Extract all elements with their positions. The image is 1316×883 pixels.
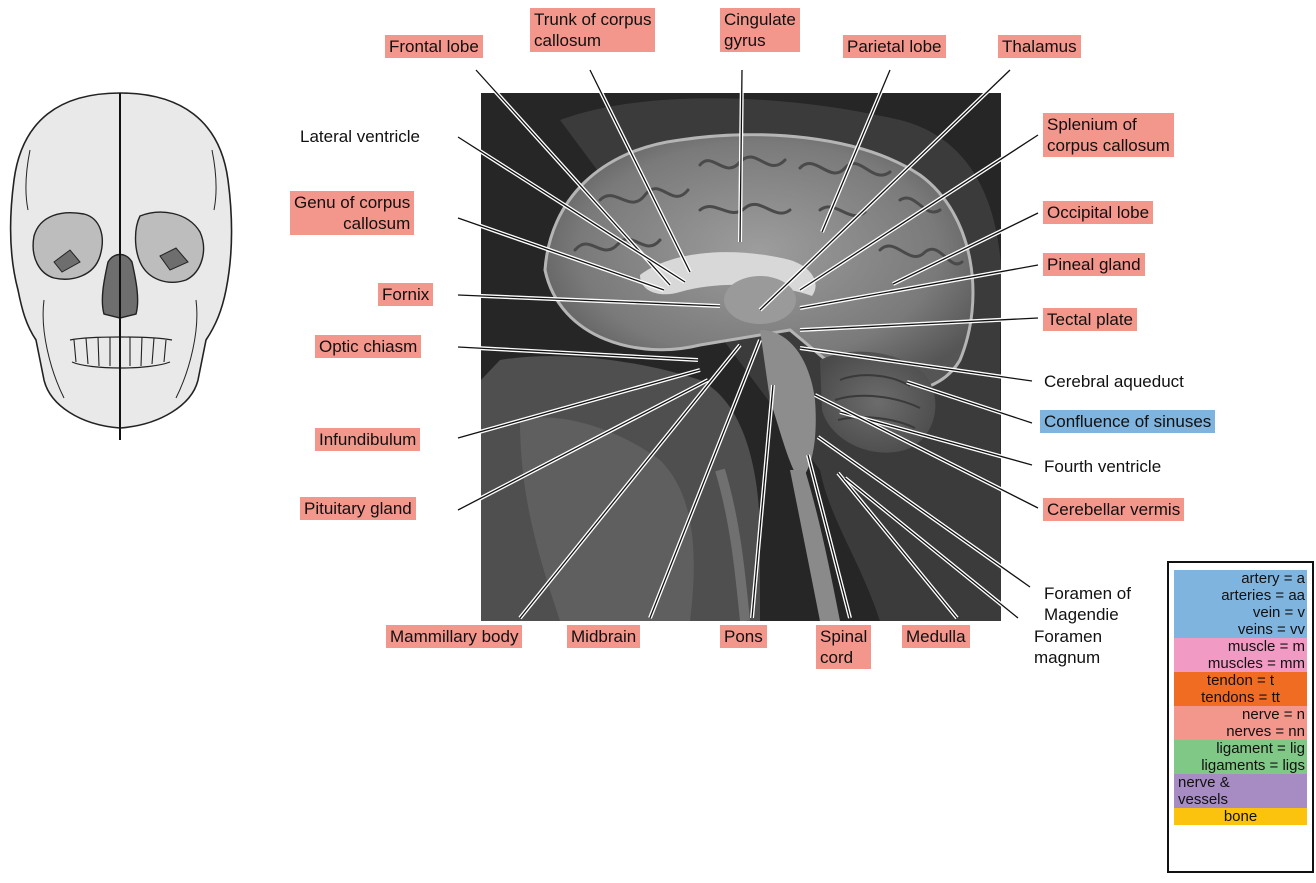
label-line: Mammillary body [390,626,518,647]
label-confluence: Confluence of sinuses [1040,410,1215,433]
legend-group-ligament: ligament = ligligaments = ligs [1174,740,1307,774]
label-mammillary: Mammillary body [386,625,522,648]
legend-entry: ligaments = ligs [1174,757,1307,774]
label-occipital: Occipital lobe [1043,201,1153,224]
label-line: cord [820,647,867,668]
label-line: Confluence of sinuses [1044,411,1211,432]
label-line: Pineal gland [1047,254,1141,275]
label-pituitary: Pituitary gland [300,497,416,520]
label-line: magnum [1034,647,1102,668]
label-parietal: Parietal lobe [843,35,946,58]
label-line: Thalamus [1002,36,1077,57]
label-line: Cingulate [724,9,796,30]
label-frontal-lobe: Frontal lobe [385,35,483,58]
label-line: Tectal plate [1047,309,1133,330]
legend-entry: ligament = lig [1174,740,1307,757]
legend-entry: bone [1174,808,1307,825]
label-line: Foramen [1034,626,1102,647]
label-line: callosum [534,30,651,51]
label-line: Midbrain [571,626,636,647]
label-vermis: Cerebellar vermis [1043,498,1184,521]
legend-entry: nerve & [1174,774,1307,791]
label-aqueduct: Cerebral aqueduct [1040,370,1188,393]
label-line: Foramen of [1044,583,1131,604]
legend-entry: arteries = aa [1174,587,1307,604]
label-line: Pons [724,626,763,647]
legend-entry: tendons = tt [1174,689,1307,706]
label-line: Parietal lobe [847,36,942,57]
label-medulla: Medulla [902,625,970,648]
legend-entry: veins = vv [1174,621,1307,638]
label-lateral-ventricle: Lateral ventricle [296,125,424,148]
label-line: Fornix [382,284,429,305]
label-line: callosum [294,213,410,234]
label-line: Occipital lobe [1047,202,1149,223]
legend-entry: artery = a [1174,570,1307,587]
legend-group-bone: bone [1174,808,1307,825]
label-line: Magendie [1044,604,1131,625]
label-line: Cerebral aqueduct [1044,371,1184,392]
legend-entry: nerves = nn [1174,723,1307,740]
label-line: Cerebellar vermis [1047,499,1180,520]
label-line: gyrus [724,30,796,51]
legend-entry: muscle = m [1174,638,1307,655]
label-line: Splenium of [1047,114,1170,135]
label-line: Pituitary gland [304,498,412,519]
label-line: corpus callosum [1047,135,1170,156]
legend-group-nerve-vessels: nerve &vessels [1174,774,1307,808]
label-infundibulum: Infundibulum [315,428,420,451]
label-optic: Optic chiasm [315,335,421,358]
label-line: Genu of corpus [294,192,410,213]
label-line: Spinal [820,626,867,647]
legend-entry: tendon = t [1174,672,1307,689]
label-fourth: Fourth ventricle [1040,455,1165,478]
label-pineal: Pineal gland [1043,253,1145,276]
label-line: Medulla [906,626,966,647]
legend-entry: nerve = n [1174,706,1307,723]
label-tectal: Tectal plate [1043,308,1137,331]
label-midbrain: Midbrain [567,625,640,648]
label-pons: Pons [720,625,767,648]
label-thalamus: Thalamus [998,35,1081,58]
label-line: Lateral ventricle [300,126,420,147]
label-line: Frontal lobe [389,36,479,57]
label-spinal: Spinalcord [816,625,871,669]
skull-midline-icon [11,93,232,440]
legend-entry: muscles = mm [1174,655,1307,672]
label-fornix: Fornix [378,283,433,306]
label-line: Optic chiasm [319,336,417,357]
legend-entry: vein = v [1174,604,1307,621]
label-line: Fourth ventricle [1044,456,1161,477]
label-line: Infundibulum [319,429,416,450]
label-line: Trunk of corpus [534,9,651,30]
legend-entry: vessels [1174,791,1307,808]
